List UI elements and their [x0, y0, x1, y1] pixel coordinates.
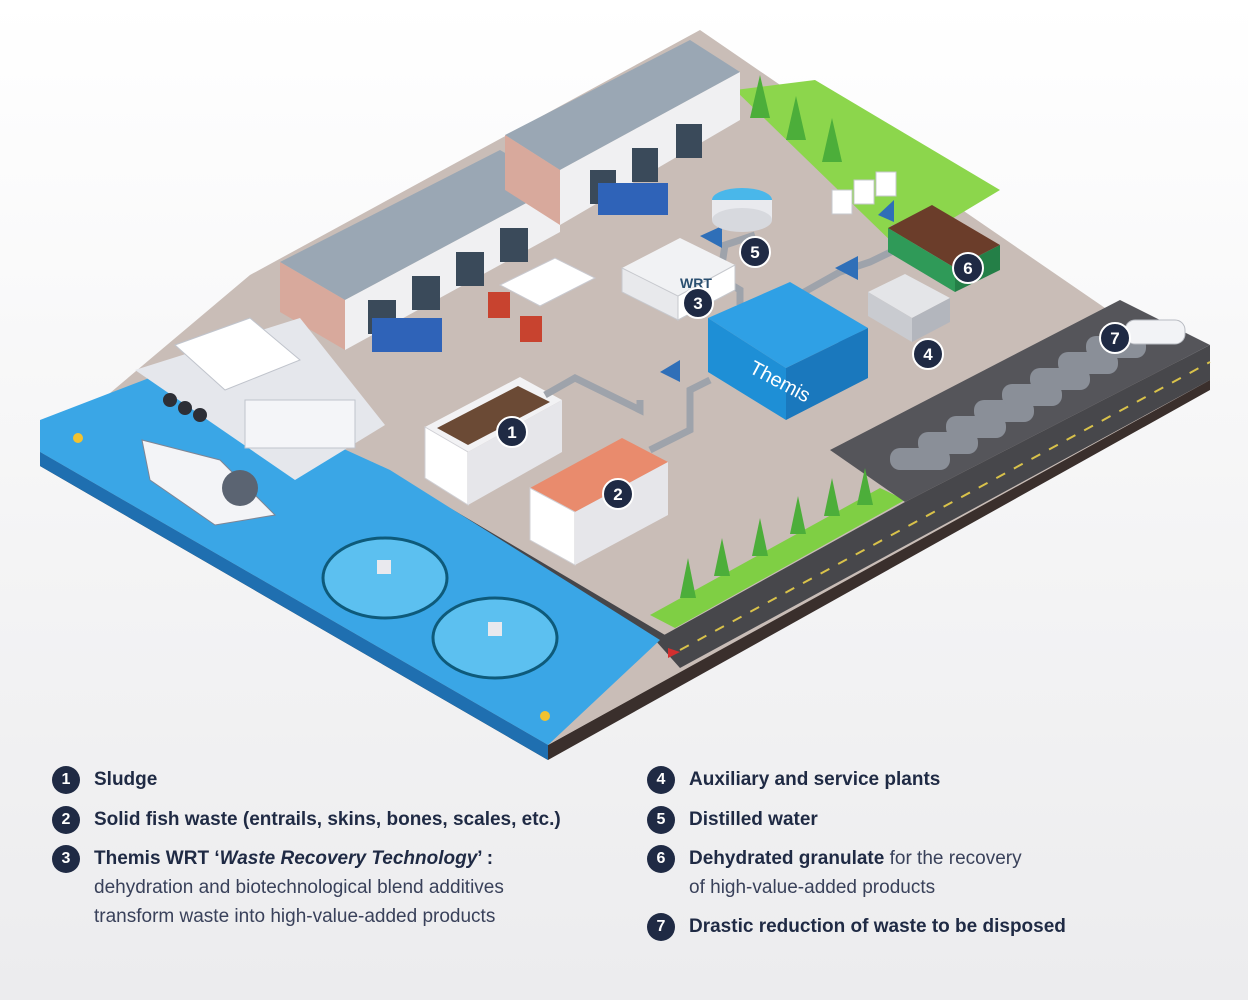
tanker-truck-road: [1124, 319, 1186, 345]
legend-text-6: Dehydrated granulate for the recovery of…: [689, 844, 1022, 902]
svg-text:2: 2: [613, 485, 622, 504]
legend-title-3-italic: Waste Recovery Technology: [219, 848, 478, 869]
legend-number-5: 5: [647, 806, 675, 834]
svg-text:4: 4: [923, 345, 933, 364]
diagram-badge-5: 5: [739, 236, 771, 268]
legend-item-7: 7 Drastic reduction of waste to be dispo…: [647, 913, 1066, 941]
legend-number-7: 7: [647, 913, 675, 941]
legend-item-1: 1 Sludge: [52, 766, 157, 794]
legend-desc-6-line2: of high-value-added products: [689, 877, 936, 898]
fish-pen-1: [321, 536, 449, 620]
svg-text:7: 7: [1110, 329, 1119, 348]
factory-scene-illustration: WRT Themis: [40, 30, 1211, 760]
legend-desc-3-line3: transform waste into high-value-added pr…: [94, 906, 496, 927]
granulate-container: [888, 205, 1000, 268]
diagram-badge-6: 6: [952, 252, 984, 284]
legend-item-4: 4 Auxiliary and service plants: [647, 766, 940, 794]
legend-title-4: Auxiliary and service plants: [689, 769, 941, 790]
legend-title-6-rest: for the recovery: [884, 848, 1022, 869]
diagram-badge-2: 2: [602, 478, 634, 510]
diagram-badge-4: 4: [912, 338, 944, 370]
legend: 1 Sludge 2 Solid fish waste (entrails, s…: [0, 762, 1248, 1000]
legend-title-6: Dehydrated granulate: [689, 848, 885, 869]
diagram-badge-7: 7: [1099, 322, 1131, 354]
svg-text:6: 6: [963, 259, 972, 278]
legend-item-3: 3 Themis WRT ‘Waste Recovery Technology’…: [52, 845, 504, 931]
diagram-badge-1: 1: [496, 416, 528, 448]
legend-title-5: Distilled water: [689, 809, 818, 830]
diagram-badge-3: 3: [682, 287, 714, 319]
wrt-label: WRT: [680, 275, 712, 291]
legend-number-1: 1: [52, 766, 80, 794]
legend-item-6: 6 Dehydrated granulate for the recovery …: [647, 845, 1022, 902]
legend-number-6: 6: [647, 845, 675, 873]
svg-text:1: 1: [507, 423, 516, 442]
legend-title-7: Drastic reduction of waste to be dispose…: [689, 916, 1066, 937]
trees: [680, 75, 873, 598]
legend-desc-3-line2: dehydration and biotechnological blend a…: [94, 877, 504, 898]
legend-number-2: 2: [52, 806, 80, 834]
legend-title-1: Sludge: [94, 769, 158, 790]
legend-title-3-suffix: ’ :: [477, 848, 494, 869]
legend-text-3: Themis WRT ‘Waste Recovery Technology’ :…: [94, 844, 504, 931]
grass-strip-front: [650, 488, 905, 628]
warning-sign: [668, 648, 680, 658]
fish-pen-2: [431, 596, 559, 680]
pipe-fishwaste: [648, 376, 712, 454]
fish-waste-container: [530, 438, 668, 512]
legend-item-5: 5 Distilled water: [647, 806, 818, 834]
svg-text:5: 5: [750, 243, 759, 262]
legend-number-4: 4: [647, 766, 675, 794]
svg-text:3: 3: [693, 294, 702, 313]
themis-container: [708, 318, 786, 420]
auxiliary-plant: [868, 274, 950, 318]
legend-item-2: 2 Solid fish waste (entrails, skins, bon…: [52, 806, 561, 834]
pipe-sludge: [543, 374, 644, 416]
legend-number-3: 3: [52, 845, 80, 873]
legend-title-3-prefix: Themis WRT ‘: [94, 848, 220, 869]
legend-title-2: Solid fish waste (entrails, skins, bones…: [94, 809, 561, 830]
